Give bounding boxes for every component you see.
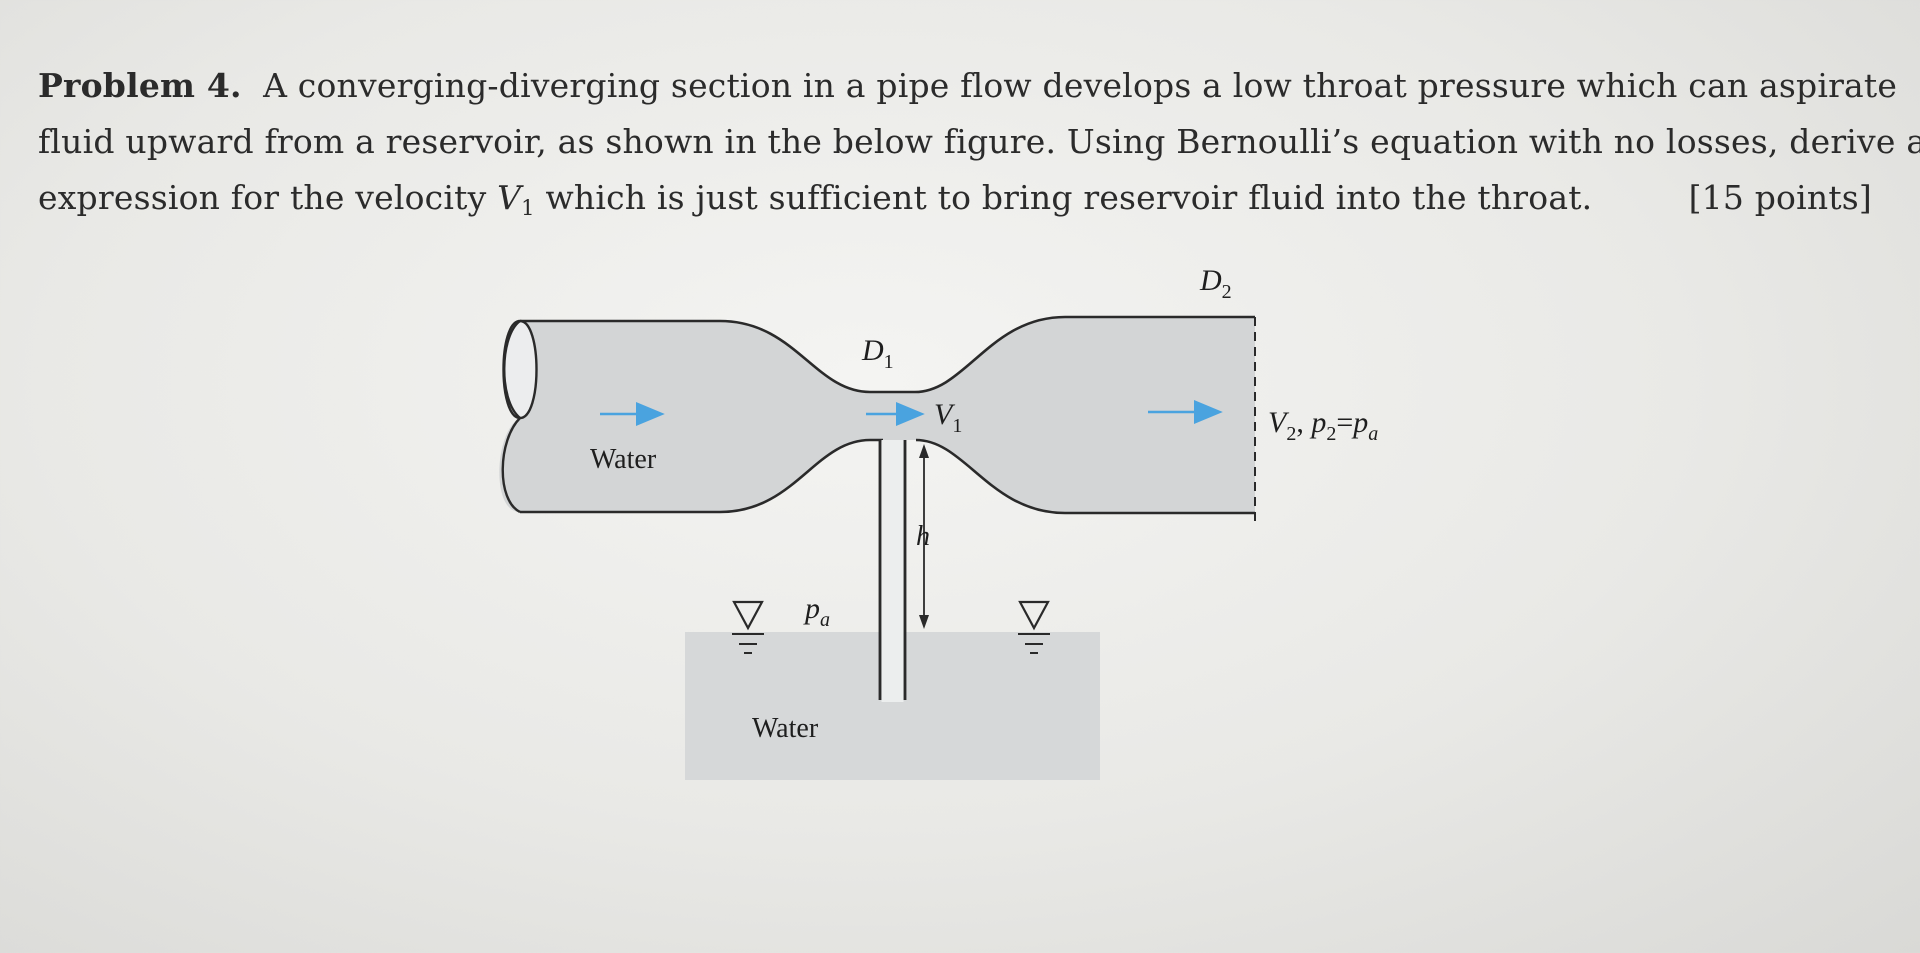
- velocity-subscript: 1: [521, 196, 535, 220]
- d2-label: D2: [1199, 264, 1232, 303]
- problem-line-3-after: which is just sufficient to bring reserv…: [545, 178, 1593, 217]
- points-badge: [15 points]: [1688, 178, 1872, 217]
- free-surface-symbol-left: [732, 600, 764, 654]
- pipe-water-label: Water: [590, 444, 657, 475]
- problem-line-1-text: A converging-diverging section in a pipe…: [263, 66, 1898, 105]
- v1-label: V1: [934, 398, 962, 437]
- pipe-inlet-left-edge: [501, 320, 522, 514]
- suction-tube-interior: [881, 440, 904, 702]
- outlet-condition-label: V2, p2=pa: [1268, 406, 1378, 445]
- velocity-symbol: V: [497, 178, 522, 217]
- reservoir-water-label: Water: [752, 713, 819, 744]
- pipe-outline-bottom: [520, 438, 1255, 515]
- pa-label: pa: [803, 592, 830, 631]
- free-surface-symbol-right: [1018, 600, 1050, 654]
- problem-label: Problem 4.: [38, 66, 242, 105]
- problem-line-1: Problem 4. A converging-diverging sectio…: [38, 58, 1897, 114]
- h-arrow-top: [919, 444, 929, 458]
- d1-label: D1: [861, 334, 894, 373]
- problem-line-3-before: expression for the velocity: [38, 178, 487, 217]
- problem-line-3: expression for the velocity V1 which is …: [38, 170, 1878, 236]
- problem-line-2: fluid upward from a reservoir, as shown …: [38, 122, 1920, 161]
- h-arrow-bottom: [919, 615, 929, 629]
- h-label: h: [916, 521, 930, 552]
- pipe-outline-top: [520, 315, 1255, 394]
- problem-statement: Problem 4. A converging-diverging sectio…: [38, 58, 1920, 236]
- pipe-inlet-ellipse: [502, 319, 538, 420]
